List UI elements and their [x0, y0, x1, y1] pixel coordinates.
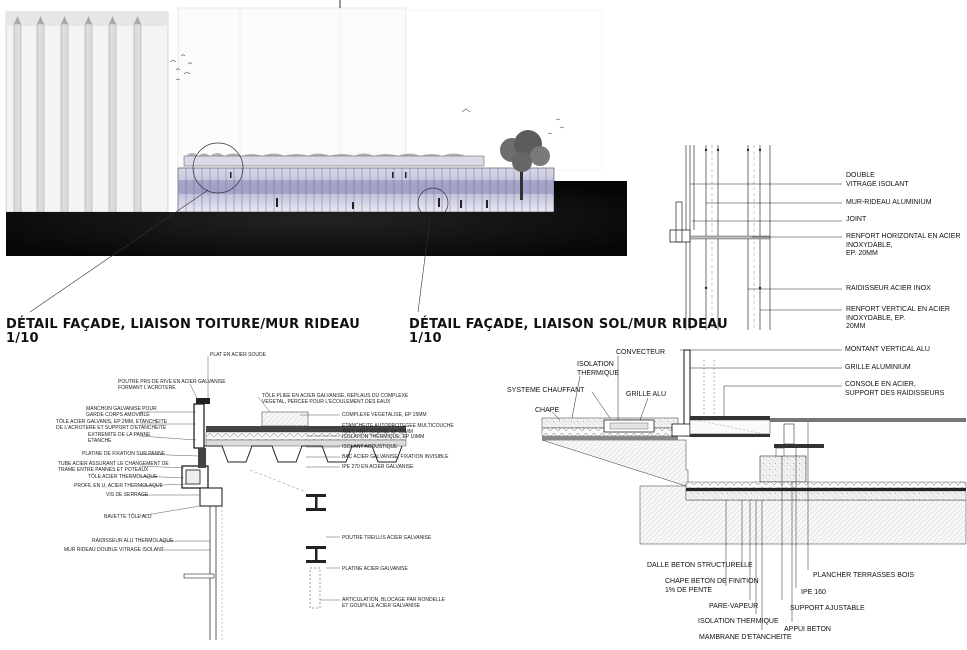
roof-label: PLATINE DE FIXATION SUR PANNE [82, 451, 166, 457]
floor-detail-title: DÉTAIL FAÇADE, LIAISON SOL/MUR RIDEAU [409, 317, 728, 332]
floor-label: DALLE BETON STRUCTURELLE [647, 562, 753, 569]
floor-label: SUPPORT AJUSTABLE [790, 605, 865, 612]
roof-label: BAVETTE TÔLE ALU [104, 514, 152, 520]
roof-label: PLAT EN ACIER SOUDE [210, 352, 266, 358]
roof-label: ETANCHEITE AUTOPROTEGEE MULTICOUCHE AVEC… [342, 423, 454, 435]
roof-label: PLATINE ACIER GALVANISE [342, 566, 408, 572]
roof-detail-scale: 1/10 [6, 331, 39, 346]
roof-label: POUTRE PRS DE RIVE EN ACIER GALVANISE FO… [118, 379, 226, 391]
label-joint: JOINT [846, 216, 867, 223]
roof-label: TÔLE PLIEE EN ACIER GALVANISE, REPLAUS D… [262, 393, 409, 405]
roof-label: MANCHON GALVANISE POUR GARDE CORPS AMOVI… [86, 406, 157, 418]
roof-detail-title: DÉTAIL FAÇADE, LIAISON TOITURE/MUR RIDEA… [6, 317, 361, 332]
floor-label: IPE 160 [801, 589, 826, 596]
floor-label: CHAPE [535, 407, 560, 414]
roof-label: ARTICULATION, BLOCAGE PAR RONDELLE ET GO… [342, 597, 445, 609]
floor-label: CHAPE BETON DE FINITION 1% DE PENTE [665, 578, 759, 594]
facade-elevation [5, 0, 627, 313]
floor-label: PARE-VAPEUR [709, 603, 759, 610]
roof-label: POUTRE TREILLIS ACIER GALVANISE [342, 535, 432, 541]
roof-label: EXTREMITE DE LA PANNE ETANCHE [88, 432, 151, 444]
roof-label: TUBE ACIER ASSURANT LE CHANGEMENT DE TRA… [58, 461, 169, 473]
roof-label: ISOLANT ACOUSTIQUE [342, 444, 398, 450]
floor-label: CONSOLE EN ACIER, SUPPORT DES RAIDISSEUR… [845, 381, 945, 397]
roof-label: ISOLATION THERMIQUE, EP 10MM [342, 434, 425, 440]
roof-label: BAC ACIER GALVANISE, FIXATION INVISIBLE [342, 454, 449, 460]
tree-icon [500, 130, 550, 200]
roof-label: RAIDISSEUR ALU THERMOLAQUE [92, 538, 174, 544]
label-double-glazing: DOUBLE VITRAGE ISOLANT [846, 172, 909, 188]
label-stainless-stiffener: RAIDISSEUR ACIER INOX [846, 285, 931, 292]
floor-label: APPUI BETON [784, 626, 831, 633]
floor-label: GRILLE ALU [626, 391, 667, 398]
roof-label: PROFIL EN U, ACIER THERMOLAQUE [74, 483, 163, 489]
roof-junction-detail [139, 356, 407, 640]
label-vertical-reinforcement: RENFORT VERTICAL EN ACIER INOXYDABLE, EP… [846, 306, 950, 330]
floor-junction-detail [541, 349, 967, 630]
label-horizontal-reinforcement: RENFORT HORIZONTAL EN ACIER INOXYDABLE, … [846, 233, 961, 257]
floor-label: SYSTEME CHAUFFANT [507, 387, 585, 394]
curtain-wall-section [669, 145, 842, 330]
floor-detail-scale: 1/10 [409, 331, 442, 346]
floor-label: ISOLATION THERMIQUE [577, 361, 619, 377]
roof-label: MUR RIDEAU DOUBLE VITRAGE ISOLANT [64, 547, 164, 553]
floor-label: CONVECTEUR [616, 349, 666, 356]
roof-label: IPE 270 EN ACIER GALVANISE [342, 464, 414, 470]
roof-label: TÔLE ACIER GALVANIS, EP 2MM, ETANCHEITE … [56, 419, 168, 431]
floor-label: MAMBRANE D'ETANCHEITE [699, 634, 792, 641]
floor-label: PLANCHER TERRASSES BOIS [813, 572, 915, 579]
roof-label: VIS DE SERRAGE [106, 492, 149, 498]
roof-label: TÔLE ACIER THERMOLAQUE [88, 474, 158, 480]
roof-label: COMPLEXE VEGETALISE, EP 15MM [342, 412, 427, 418]
floor-label: ISOLATION THERMIQUE [698, 618, 779, 625]
floor-label: GRILLE ALUMINIUM [845, 364, 911, 371]
floor-label: MONTANT VERTICAL ALU [845, 346, 930, 353]
label-curtain-wall-alu: MUR-RIDEAU ALUMINIUM [846, 199, 932, 206]
